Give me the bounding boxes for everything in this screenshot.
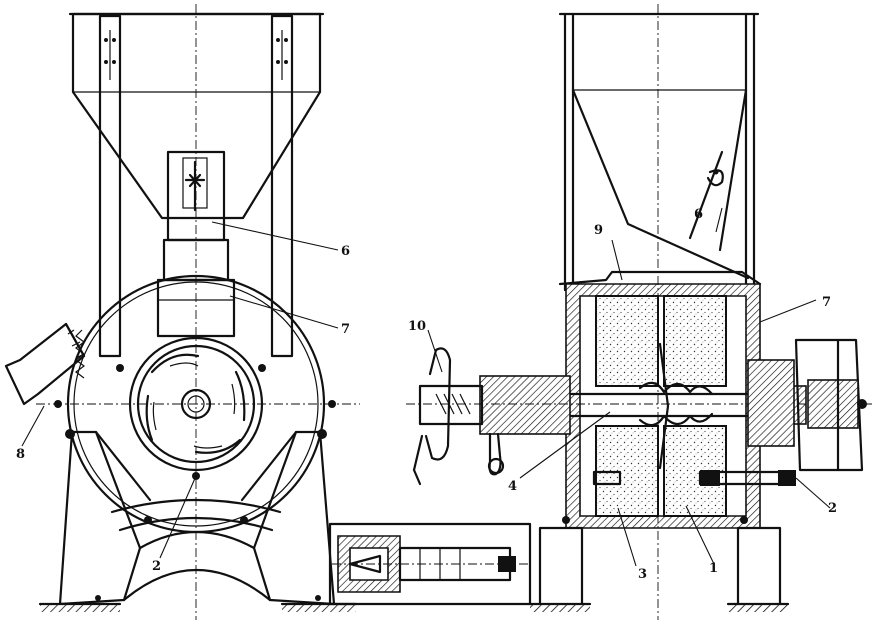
label-9: 9 bbox=[594, 223, 603, 238]
label-8: 8 bbox=[16, 447, 25, 462]
section-view bbox=[406, 4, 872, 620]
hopper-front bbox=[68, 12, 325, 220]
feed-gate-section bbox=[688, 150, 724, 240]
label-7-section: 7 bbox=[822, 295, 831, 310]
bearing-right-section bbox=[747, 359, 795, 447]
label-10: 10 bbox=[408, 319, 426, 334]
ground-left-b bbox=[282, 604, 356, 612]
hopper-section bbox=[558, 12, 760, 292]
bearing-left-section bbox=[406, 347, 872, 486]
outlet-chute bbox=[4, 322, 86, 406]
legs-front bbox=[54, 400, 336, 606]
part-labels: 6 7 8 2 9 10 4 6 7 2 3 1 bbox=[16, 207, 837, 582]
stone-upper-left bbox=[595, 295, 659, 387]
label-3: 3 bbox=[638, 567, 647, 582]
label-7-front: 7 bbox=[341, 322, 350, 337]
ground-right-b bbox=[728, 604, 788, 612]
frame-bars-front bbox=[98, 14, 294, 358]
ground-right-a bbox=[530, 604, 590, 612]
ground-left-a bbox=[40, 604, 120, 612]
studs-section bbox=[592, 470, 796, 486]
grate-band bbox=[75, 329, 85, 379]
stone-upper-right bbox=[663, 295, 727, 387]
leader-lines bbox=[21, 207, 831, 567]
housing-section bbox=[558, 270, 762, 529]
legs-section bbox=[538, 516, 782, 612]
rotor-section bbox=[638, 342, 714, 470]
label-1: 1 bbox=[709, 561, 718, 576]
pulley-section bbox=[794, 338, 867, 472]
front-view bbox=[4, 4, 360, 620]
label-2-front: 2 bbox=[152, 559, 161, 574]
detail-inset bbox=[328, 522, 532, 606]
label-6-front: 6 bbox=[341, 244, 350, 259]
label-4: 4 bbox=[508, 479, 517, 494]
label-6-section: 6 bbox=[694, 207, 703, 222]
label-2-section: 2 bbox=[828, 501, 837, 516]
